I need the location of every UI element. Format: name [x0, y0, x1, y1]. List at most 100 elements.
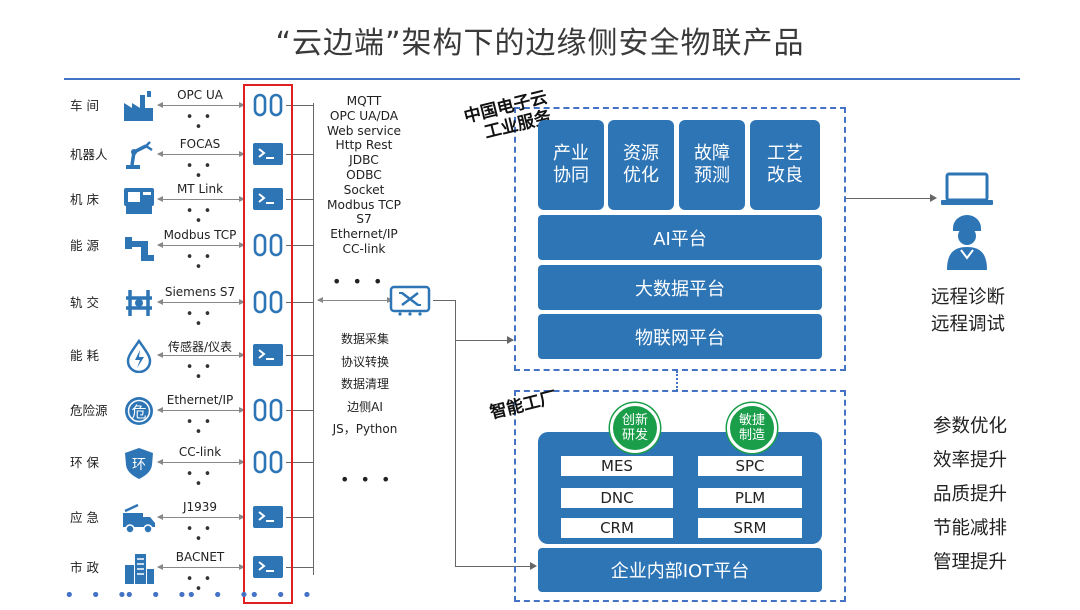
device-link-arrow — [157, 151, 245, 157]
bigdata-platform-bar: 大数据平台 — [538, 265, 822, 310]
device-link-arrow — [157, 459, 245, 465]
device-more-dots: • • • — [185, 522, 215, 547]
page-title: “云边端”架构下的边缘侧安全物联产品 — [275, 26, 805, 61]
gateway-bus-line — [313, 103, 314, 575]
cloud-factory-link — [676, 371, 678, 391]
device-more-dots: • • • — [185, 159, 215, 184]
cloud-tile-resource-optimize: 资源优化 — [608, 120, 674, 210]
edge-gateway-terminal-icon — [252, 504, 284, 530]
cloud-arrow-head — [507, 336, 514, 344]
device-label: 能 源 — [70, 238, 99, 253]
device-more-dots: • • • — [185, 415, 215, 440]
protocol-label: FOCAS — [179, 137, 221, 151]
edge-gateway-link-icon — [252, 449, 284, 475]
bus-to-switch-arrow — [317, 297, 393, 303]
system-plm: PLM — [698, 488, 802, 508]
gateway-to-bus-line — [286, 154, 313, 155]
device-link-arrow — [157, 514, 245, 520]
edge-gateway-link-icon — [252, 289, 284, 315]
robot-arm-icon — [122, 138, 156, 172]
function-more: • • • — [340, 470, 394, 489]
system-spc: SPC — [698, 456, 802, 476]
energy-drop-icon — [122, 338, 156, 374]
tile-text: 工艺 — [767, 143, 803, 164]
pipeline-icon — [122, 229, 156, 263]
protocol-item: Socket — [343, 182, 385, 197]
switch-vertical-line — [455, 300, 456, 567]
agile-manufacturing-badge: 敏捷制造 — [727, 403, 777, 453]
cloud-tile-industry-synergy: 产业协同 — [538, 120, 604, 210]
gateway-to-bus-line — [286, 462, 313, 463]
tile-text: 优化 — [623, 165, 659, 186]
function-item: 数据清理 — [340, 377, 389, 392]
cloud-tile-fault-predict: 故障预测 — [679, 120, 745, 210]
protocol-list: MQTT OPC UA/DA Web service Http Rest JDB… — [314, 94, 414, 257]
smart-factory-box — [514, 390, 846, 602]
function-item: 协议转换 — [340, 354, 389, 369]
device-link-arrow — [157, 299, 245, 305]
iot-platform-bar: 物联网平台 — [538, 314, 822, 359]
protocol-more: • • • — [332, 272, 386, 291]
title-divider — [64, 78, 1020, 80]
protocol-item: MQTT — [346, 94, 382, 108]
device-label: 机 床 — [70, 192, 99, 207]
protocol-item: Http Rest — [335, 138, 393, 153]
system-crm: CRM — [561, 518, 673, 538]
tile-text: 产业 — [553, 143, 589, 164]
badge-text: 研发 — [621, 428, 648, 443]
remote-engineer-icon — [936, 170, 998, 272]
remote-arrow-head — [930, 194, 937, 202]
protocol-label: Ethernet/IP — [166, 393, 234, 407]
device-link-arrow — [157, 242, 245, 248]
cloud-service-box — [514, 107, 846, 371]
gateway-to-bus-line — [286, 355, 313, 356]
benefit-item: 品质提升 — [932, 484, 1007, 505]
tile-text: 资源 — [623, 143, 659, 164]
gateway-to-bus-line — [286, 567, 313, 568]
edge-function-list: 数据采集 协议转换 数据清理 边侧AI JS，Python — [320, 328, 410, 441]
device-link-arrow — [157, 102, 245, 108]
benefit-item: 节能减排 — [932, 518, 1007, 539]
device-more-dots: • • • — [185, 204, 215, 229]
switch-to-cloud-line — [455, 340, 513, 341]
tile-text: 预测 — [694, 165, 730, 186]
badge-text: 创新 — [621, 413, 648, 428]
system-srm: SRM — [698, 518, 802, 538]
edge-gateway-link-icon — [252, 397, 284, 423]
gateway-to-bus-line — [286, 105, 313, 106]
device-more-dots: • • • — [185, 572, 215, 597]
edge-gateway-terminal-icon — [252, 342, 284, 368]
svg-text:环: 环 — [132, 457, 146, 473]
device-label: 轨 交 — [70, 295, 99, 310]
device-label: 应 急 — [70, 510, 99, 525]
eco-shield-icon: 环 — [122, 446, 156, 480]
edge-gateway-terminal-icon — [252, 141, 284, 167]
rail-transit-icon — [122, 286, 156, 320]
device-label: 危险源 — [70, 403, 108, 418]
device-label: 市 政 — [70, 560, 99, 575]
gateway-to-bus-line — [286, 199, 313, 200]
protocol-item: S7 — [356, 212, 372, 227]
innovation-rd-badge: 创新研发 — [610, 403, 660, 453]
badge-text: 制造 — [738, 428, 765, 443]
city-building-icon — [122, 551, 156, 585]
more-protocols-dots: • • • — [186, 585, 255, 606]
tile-text: 故障 — [694, 143, 730, 164]
protocol-label: J1939 — [182, 500, 218, 514]
system-dnc: DNC — [561, 488, 673, 508]
device-more-dots: • • • — [185, 250, 215, 275]
function-item: JS，Python — [332, 422, 398, 437]
edge-gateway-link-icon — [252, 92, 284, 118]
gateway-to-bus-line — [286, 410, 313, 411]
device-more-dots: • • • — [185, 307, 215, 332]
truck-icon — [122, 501, 156, 535]
protocol-label: OPC UA — [177, 88, 223, 102]
enterprise-iot-platform-bar: 企业内部IOT平台 — [538, 548, 822, 592]
protocol-item: CC-link — [342, 241, 386, 256]
protocol-item: Modbus TCP — [327, 197, 401, 212]
protocol-label: MT Link — [176, 182, 224, 196]
protocol-label: Modbus TCP — [163, 228, 237, 242]
device-link-arrow — [157, 352, 245, 358]
function-item: 边侧AI — [347, 399, 383, 414]
gateway-to-bus-line — [286, 245, 313, 246]
